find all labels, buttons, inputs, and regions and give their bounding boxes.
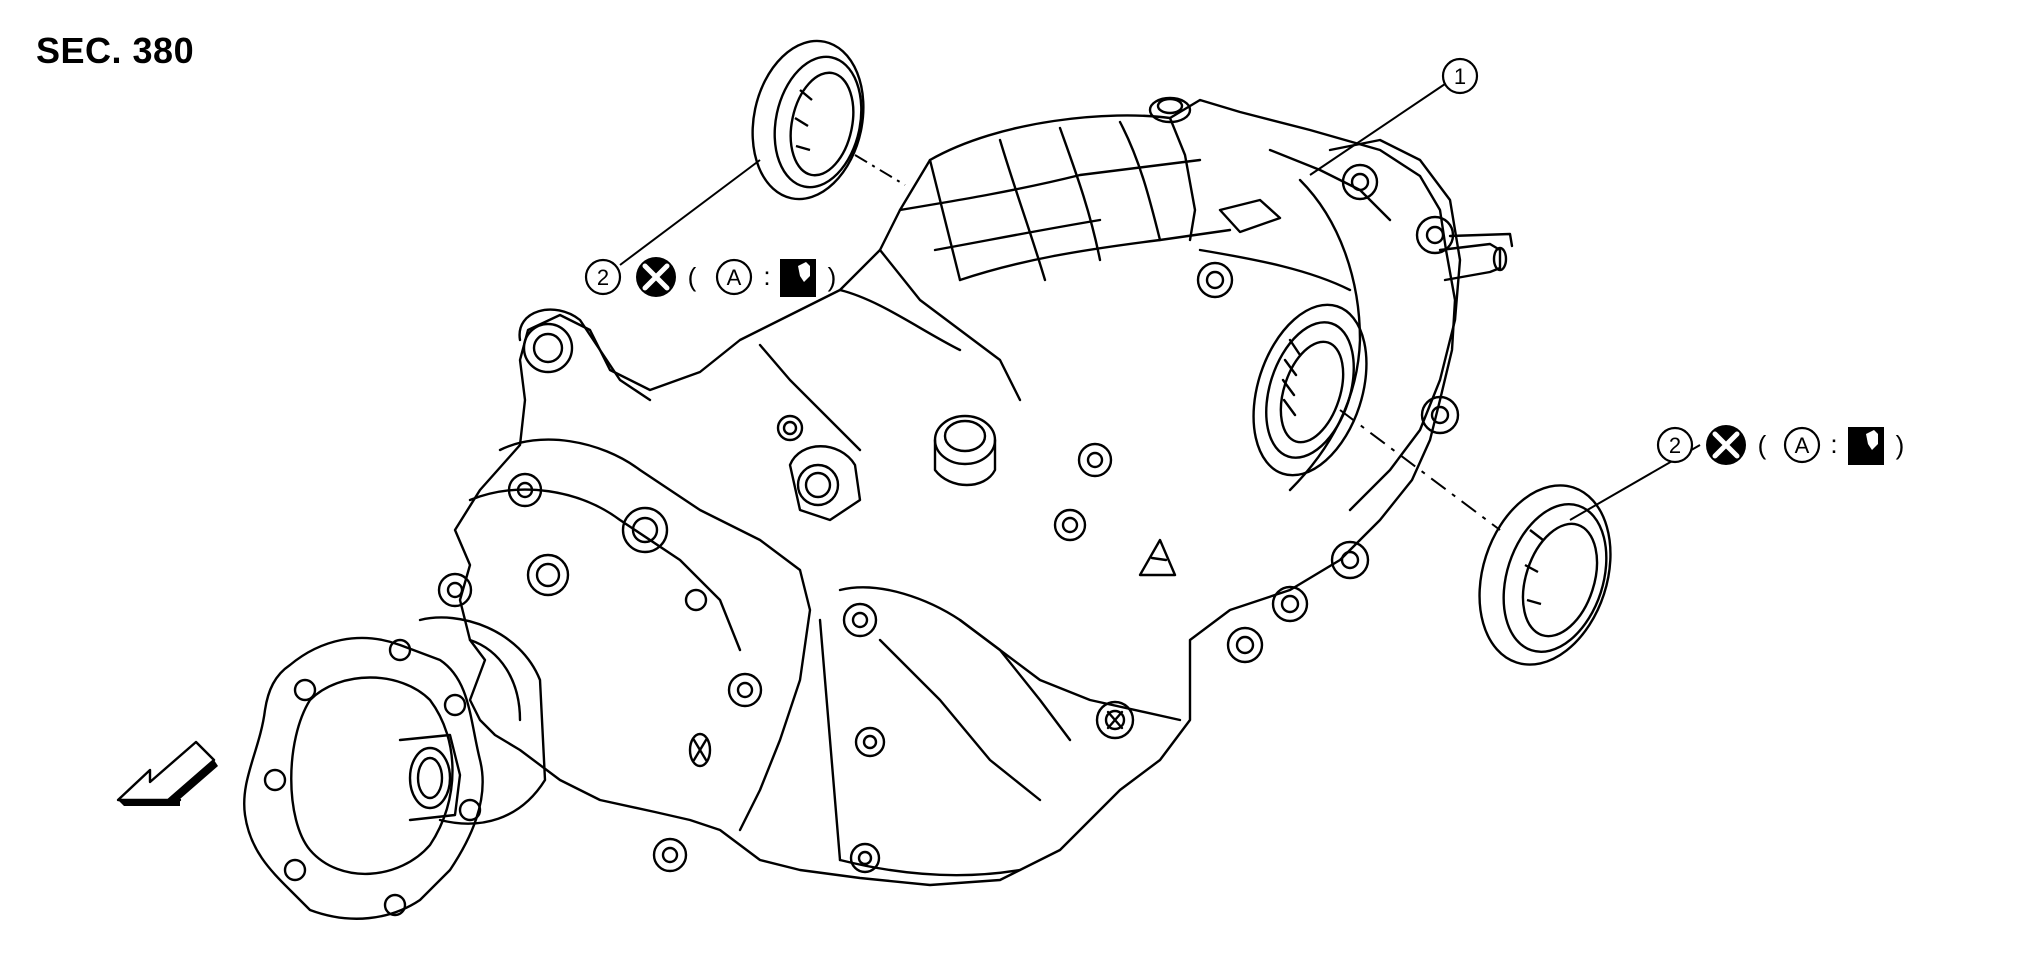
callout-1-number: 1 — [1454, 64, 1466, 89]
front-arrow-icon — [116, 740, 218, 806]
companion-flange — [243, 636, 484, 920]
housing-outline — [453, 98, 1457, 887]
callout-2-right: 2 ( A : ) — [1656, 425, 1905, 465]
callout-2-upper-open-paren: ( — [688, 262, 697, 292]
grease-can-icon — [1848, 427, 1884, 465]
callout-2-upper-colon: : — [763, 261, 770, 291]
callout-2-right-number: 2 — [1669, 433, 1681, 458]
oil-seal-upper — [751, 39, 865, 201]
callout-2-upper-close-paren: ) — [828, 262, 837, 292]
callout-2-upper-ref-letter: A — [727, 265, 742, 290]
replace-x-icon — [636, 257, 676, 297]
callout-2-right-open-paren: ( — [1758, 430, 1767, 460]
callout-1: 1 — [1441, 57, 1479, 95]
section-label: SEC. 380 — [36, 30, 195, 71]
callout-2-right-ref-letter: A — [1795, 433, 1810, 458]
oil-seal-right — [1478, 484, 1612, 666]
callout-2-upper-number: 2 — [597, 265, 609, 290]
callout-2-right-close-paren: ) — [1896, 430, 1905, 460]
replace-x-icon — [1706, 425, 1746, 465]
grease-can-icon — [780, 259, 816, 297]
callout-2-right-colon: : — [1830, 429, 1837, 459]
callout-2-upper: 2 ( A : ) — [584, 257, 837, 297]
